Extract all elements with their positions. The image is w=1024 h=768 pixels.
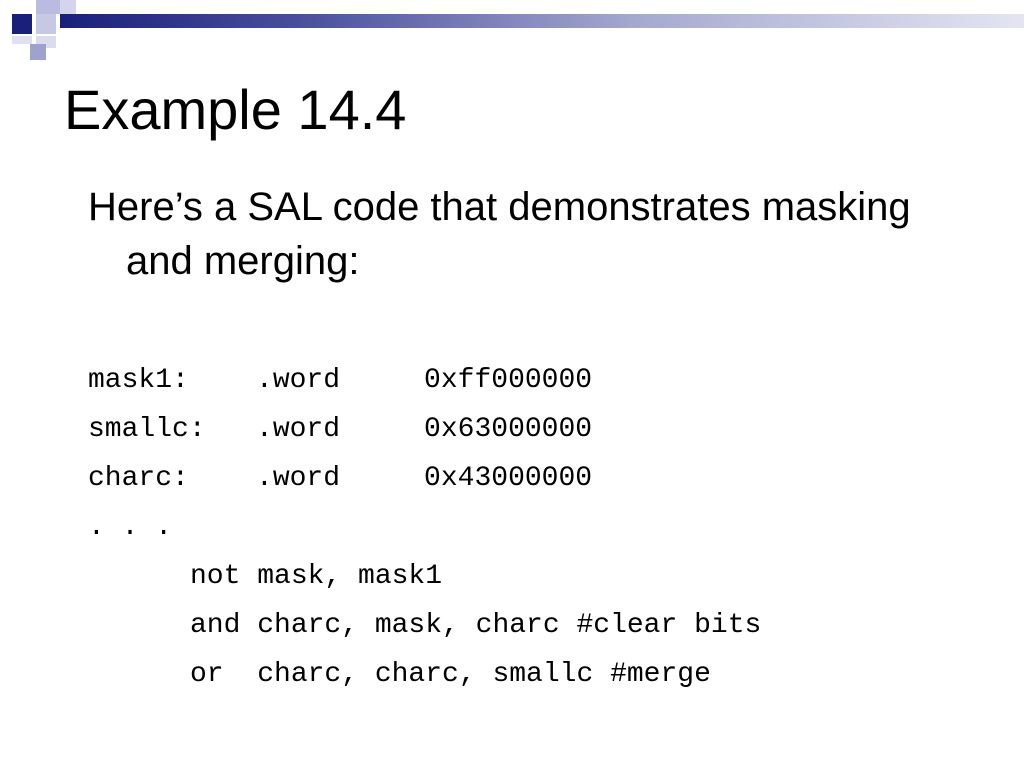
corner-square (12, 14, 32, 34)
code-block: mask1: .word 0xff000000 smallc: .word 0x… (88, 356, 761, 699)
code-line: or charc, charc, smallc #merge (190, 659, 711, 690)
corner-square (60, 0, 76, 14)
code-line: charc: .word 0x43000000 (88, 463, 593, 494)
corner-square (30, 44, 46, 60)
slide-title: Example 14.4 (64, 78, 407, 141)
code-line: smallc: .word 0x63000000 (88, 414, 593, 445)
header-gradient-bar (60, 14, 1024, 28)
corner-square (12, 36, 32, 44)
code-line: . . . (88, 512, 173, 543)
code-line: and charc, mask, charc #clear bits (190, 610, 762, 641)
corner-squares-decoration (0, 0, 80, 64)
corner-square (36, 14, 56, 34)
intro-bullet: Here’s a SAL code that demonstrates mask… (88, 185, 911, 283)
corner-square (36, 0, 62, 14)
code-line: not mask, mask1 (190, 561, 443, 592)
code-line: mask1: .word 0xff000000 (88, 365, 593, 396)
